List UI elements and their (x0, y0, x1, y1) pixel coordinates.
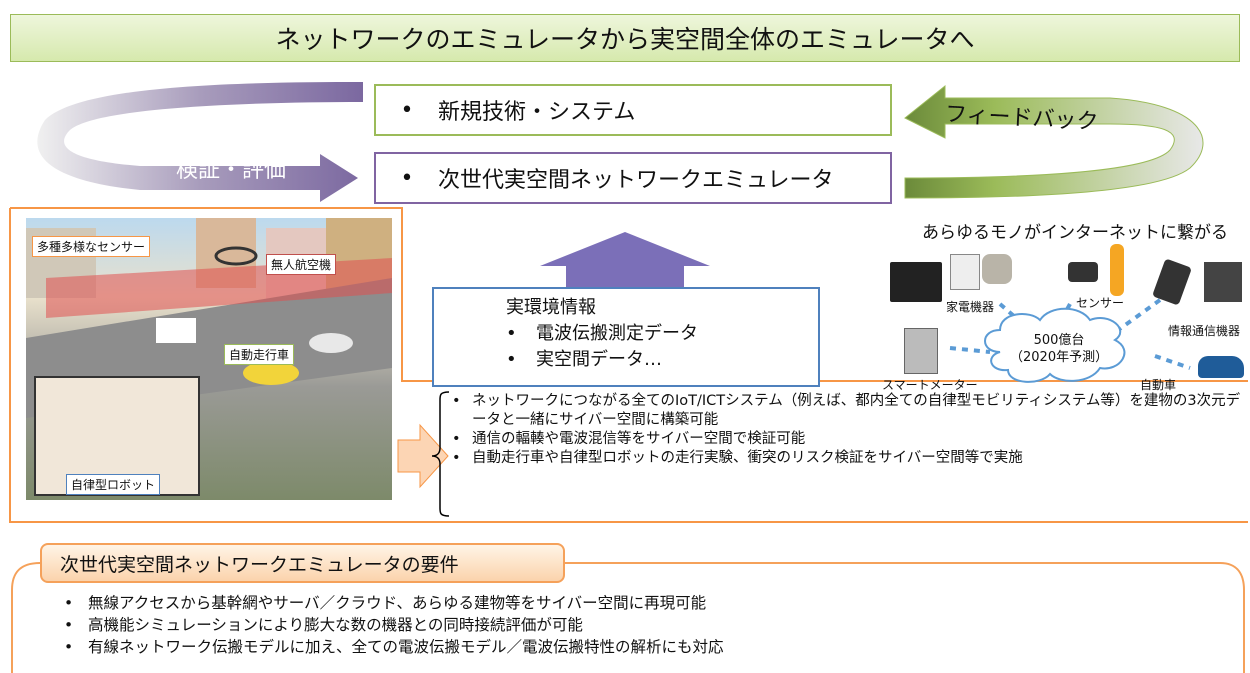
banner-title: ネットワークのエミュレータから実空間全体のエミュレータへ (275, 25, 975, 54)
requirement-item: 無線アクセスから基幹網やサーバ／クラウド、あらゆる建物等をサイバー空間に再現可能 (88, 594, 707, 612)
emulator-box: • 次世代実空間ネットワークエミュレータ (374, 152, 892, 204)
title-banner: ネットワークのエミュレータから実空間全体のエミュレータへ (10, 14, 1240, 62)
car-icon (1198, 356, 1244, 378)
bullet: • (506, 323, 517, 344)
robot-inset: 自律型ロボット (34, 376, 200, 496)
up-arrow (540, 232, 710, 287)
verify-label: 検証・評価 (176, 158, 287, 183)
bullet: • (452, 431, 461, 447)
new-tech-label: 新規技術・システム (438, 100, 636, 125)
requirements-title-text: 次世代実空間ネットワークエミュレータの要件 (60, 553, 459, 576)
computer-icon (1204, 262, 1242, 302)
meter-label: スマートメーター (882, 378, 978, 392)
cloud-shape (984, 307, 1126, 383)
bullet: • (452, 393, 461, 409)
cloud-line1: 500億台 (1033, 333, 1085, 348)
requirements-list: • 無線アクセスから基幹網やサーバ／クラウド、あらゆる建物等をサイバー空間に再現可… (64, 592, 1214, 658)
car-label: 自動車 (1140, 378, 1177, 392)
car-tag: 自動走行車 (224, 344, 295, 365)
requirement-item: 有線ネットワーク伝搬モデルに加え、全ての電波伝搬モデル／電波伝搬特性の解析にも対… (88, 638, 724, 656)
requirements-title: 次世代実空間ネットワークエミュレータの要件 (40, 543, 565, 583)
new-tech-box: • 新規技術・システム (374, 84, 892, 136)
bullet: • (64, 594, 74, 612)
env-title: 実環境情報 (506, 297, 596, 318)
sensor-tag: 多種多様なセンサー (32, 236, 151, 257)
bullet: • (506, 349, 517, 370)
brace (431, 391, 450, 517)
bullet: • (452, 450, 461, 466)
env-item: 実空間データ… (536, 349, 662, 370)
robot-tag: 自律型ロボット (66, 474, 161, 495)
appliances-label: 家電機器 (946, 300, 995, 314)
cloud-line2: （2020年予測） (1010, 350, 1109, 365)
bullet: • (400, 97, 414, 123)
feedback-arrow (904, 84, 1204, 199)
bullet: • (400, 165, 414, 191)
smart-meter-icon (904, 328, 938, 374)
env-info-box: 実環境情報 • 電波伝搬測定データ • 実空間データ… (432, 287, 820, 387)
summary-item: 通信の輻輳や電波混信等をサイバー空間で検証可能 (472, 431, 806, 447)
env-item: 電波伝搬測定データ (536, 323, 698, 344)
summary-item: 自動走行車や自律型ロボットの走行実験、衝突のリスク検証をサイバー空間等で実施 (472, 450, 1023, 466)
requirements-frame (11, 562, 1245, 673)
sensor-label: センサー (1076, 296, 1125, 310)
iot-title: あらゆるモノがインターネットに繋がる (922, 223, 1228, 243)
summary-list: • ネットワークにつながる全てのIoT/ICTシステム（例えば、都内全ての自律型モ… (452, 392, 1248, 468)
sensor-device-icon (1068, 262, 1098, 282)
scene-frame (9, 207, 1248, 523)
tv-icon (890, 262, 942, 302)
rice-cooker-icon (982, 254, 1012, 284)
bullet: • (64, 638, 74, 656)
summary-item: ネットワークにつながる全てのIoT/ICTシステム（例えば、都内全ての自律型モビ… (472, 393, 1241, 428)
emulator-label: 次世代実空間ネットワークエミュレータ (438, 168, 834, 193)
ict-label: 情報通信機器 (1168, 324, 1241, 338)
cloud-text: 500億台 （2020年予測） (1010, 332, 1108, 366)
requirement-item: 高機能シミュレーションにより膨大な数の機器との同時接続評価が可能 (88, 616, 583, 634)
thermometer-icon (1110, 244, 1124, 296)
drone-tag: 無人航空機 (266, 254, 337, 275)
bullet: • (64, 616, 74, 634)
washer-icon (950, 254, 980, 290)
result-arrow (397, 423, 449, 489)
verify-arrow (37, 82, 363, 202)
city-scene-image: 多種多様なセンサー 無人航空機 自動走行車 自律型ロボット (26, 218, 392, 500)
